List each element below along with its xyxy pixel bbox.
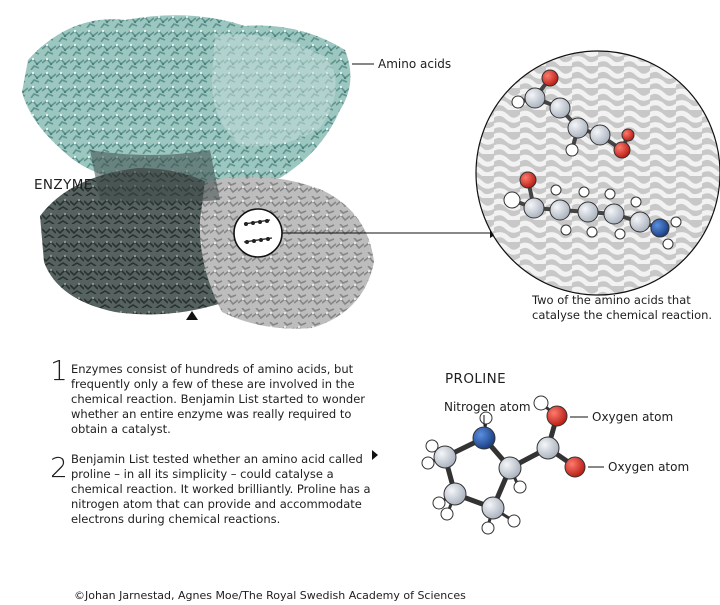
enzyme-bottom-right-grey-region (199, 176, 374, 329)
nitrogen-atom (472, 426, 496, 450)
zoomed-amino-acid-top (511, 69, 635, 159)
oxygen-atom-bottom (564, 456, 586, 478)
enzyme-structure-illustration (22, 15, 374, 329)
enzyme-bottom-left-dark-region (40, 168, 234, 315)
proline-pointer-triangle (372, 450, 378, 460)
step-1-number: 1 (50, 354, 68, 387)
enzyme-magnifier (233, 208, 283, 258)
zoom-caption: Two of the amino acids that catalyse the… (532, 293, 713, 322)
oxygen-atom-top (546, 405, 568, 427)
proline-molecule (421, 395, 586, 535)
amino-acids-label: Amino acids (378, 57, 452, 71)
proline-title: PROLINE (445, 371, 507, 387)
enzyme-top-highlight (211, 33, 336, 147)
enzyme-label: ENZYME (34, 177, 93, 193)
step-1-text: Enzymes consist of hundreds of amino aci… (71, 362, 366, 436)
image-credit: ©Johan Jarnestad, Agnes Moe/The Royal Sw… (74, 589, 466, 602)
nitrogen-atom-label: Nitrogen atom (444, 400, 531, 414)
oxygen-atom-label-1: Oxygen atom (592, 410, 674, 424)
step-2-number: 2 (50, 451, 68, 484)
zoomed-amino-acid-bottom (503, 171, 682, 250)
enzyme-waist-dark (90, 150, 220, 203)
oxygen-atom-label-2: Oxygen atom (608, 460, 690, 474)
enzyme-pointer-triangle (186, 311, 198, 320)
step-2-text: Benjamin List tested whether an amino ac… (71, 452, 371, 526)
zoom-circle-view (475, 50, 720, 296)
